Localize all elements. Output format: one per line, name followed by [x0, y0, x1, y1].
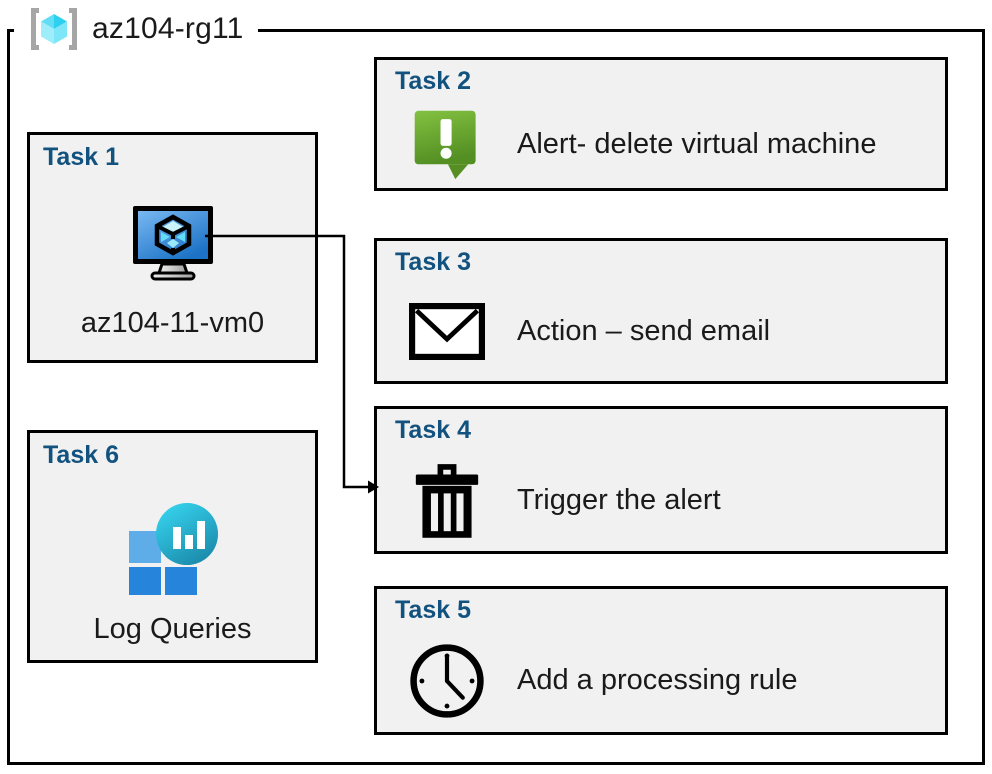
task-content: Action – send email	[405, 285, 935, 377]
task-box-task3[interactable]: Task 3 Action – send email	[374, 238, 948, 384]
task-box-task6[interactable]: Task 6	[27, 430, 318, 663]
alert-callout-icon	[405, 107, 489, 181]
task-label: Task 3	[395, 248, 471, 276]
resource-group-header: az104-rg11	[14, 0, 258, 58]
task-label: Task 4	[395, 416, 471, 444]
task-content: Alert- delete virtual machine	[405, 104, 935, 184]
azure-resource-group-icon	[26, 4, 82, 54]
task-label: Task 5	[395, 596, 471, 624]
envelope-icon	[405, 302, 489, 360]
virtual-machine-icon	[127, 203, 219, 288]
task-caption: Action – send email	[517, 314, 771, 347]
task-content: az104-11-vm0	[30, 183, 315, 360]
clock-icon	[405, 642, 489, 720]
task-box-task5[interactable]: Task 5 Add a processing rule	[374, 586, 948, 735]
resource-group-name: az104-rg11	[92, 12, 244, 45]
task-label: Task 6	[43, 441, 119, 469]
task-content: Log Queries	[30, 481, 315, 660]
task-caption: Add a processing rule	[517, 664, 798, 696]
task-caption: Trigger the alert	[517, 483, 721, 516]
resource-group-container	[7, 29, 985, 765]
task-box-task1[interactable]: Task 1	[27, 132, 318, 363]
task-label: Task 2	[395, 67, 471, 95]
task-caption: az104-11-vm0	[80, 307, 265, 340]
task-box-task2[interactable]: Task 2 Alert- delete virtual machin	[374, 57, 948, 191]
task-caption: Alert- delete virtual machine	[517, 127, 877, 160]
log-analytics-icon	[121, 495, 225, 600]
task-label: Task 1	[43, 143, 119, 171]
trash-can-icon	[405, 460, 489, 540]
task-content: Trigger the alert	[405, 453, 935, 547]
task-content: Add a processing rule	[405, 633, 935, 728]
task-box-task4[interactable]: Task 4 Trigger the alert	[374, 406, 948, 554]
task-caption: Log Queries	[93, 613, 252, 646]
